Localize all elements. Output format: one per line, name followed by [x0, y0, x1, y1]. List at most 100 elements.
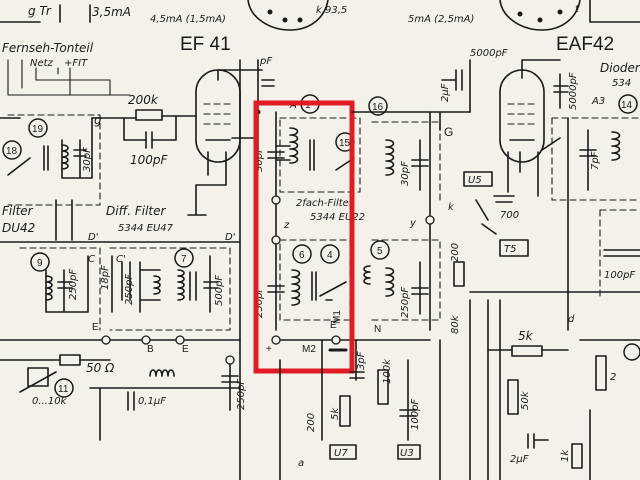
- netz-label: Netz: [30, 58, 54, 69]
- marker-4: 4: [327, 250, 333, 261]
- filter-5: 30pF y 5 250pF N G: [351, 111, 471, 335]
- marker-15: 15: [339, 138, 351, 149]
- fernseh-wires: [7, 59, 131, 96]
- k-label: k: [448, 202, 455, 213]
- top-gr-label: g Tr: [28, 4, 52, 18]
- fit-label: +FIT: [64, 58, 88, 69]
- marker-5: 5: [377, 246, 383, 257]
- c250pf-f-label: 250pF: [236, 379, 247, 410]
- marker-14: 14: [621, 100, 633, 111]
- ef41-label: EF 41: [180, 34, 231, 55]
- c-label: C: [88, 254, 95, 265]
- c01uf-label: 0,1µF: [138, 396, 166, 407]
- c3pf-label: 3pF: [356, 351, 367, 370]
- c250pf-d-label: 250pF: [400, 287, 411, 318]
- r5k-b-label: 5k: [518, 329, 534, 343]
- r200k-group: 200k 100pF: [91, 93, 197, 167]
- svg-text:E: E: [182, 344, 189, 355]
- svg-text:2: 2: [610, 372, 616, 383]
- c30pf-a-label: 30pF: [82, 147, 93, 172]
- r50-label: 50 Ω: [86, 361, 115, 375]
- fernseh-label: Fernseh-Tonteil: [2, 41, 94, 55]
- r200k-label: 200k: [128, 93, 159, 107]
- diff-num-label: 5344 EU47: [118, 223, 174, 234]
- c2uf-b-label: 2µF: [510, 454, 529, 465]
- r200-label: 200: [306, 413, 317, 432]
- marker-16: 16: [372, 102, 384, 113]
- u5-label: U5: [468, 175, 482, 186]
- g-capital-label: G: [444, 125, 453, 139]
- dioden-label: Dioden: [600, 61, 640, 75]
- c18pf-label: 18pF: [100, 265, 111, 290]
- fach-filter-label: 2fach-Filter: [296, 198, 354, 209]
- e-label-center: E: [330, 320, 337, 331]
- eaf42-tube-symbol: 700: [469, 59, 561, 221]
- top-strip: g Tr 3,5mA 4,5mA (1,5mA) k,93,5 5mA (2,5…: [0, 0, 640, 31]
- right-filter-block: 7pF d 100pF 2: [551, 117, 640, 391]
- top-45ma-label: 4,5mA (1,5mA): [150, 14, 226, 25]
- t5-label: T5: [504, 244, 516, 255]
- e-label-left: E: [92, 322, 99, 333]
- r10k-label: 0...10k: [32, 396, 68, 407]
- marker-18: 18: [6, 146, 18, 157]
- filter-19: 19 18 30pF g: [2, 113, 102, 206]
- lower-right-network: 5k 50k 2µF 1k: [487, 329, 591, 480]
- c250pf-b-label: 250pF: [124, 274, 135, 305]
- r1k-label: 1k: [560, 449, 571, 462]
- y-label: y: [409, 218, 417, 229]
- highlight-box: [253, 100, 355, 374]
- r200k-resistor: [135, 109, 163, 121]
- c250pf-a-label: 250pF: [68, 269, 79, 300]
- c-700-label: 700: [500, 210, 519, 221]
- top-5ma-label: 5mA (2,5mA): [408, 14, 474, 25]
- d-prime-label: D': [88, 232, 98, 243]
- marker-19: 19: [32, 124, 44, 135]
- c30pf-c-label: 30pF: [400, 161, 411, 186]
- c5000pf-v-label: 5000pF: [568, 72, 579, 110]
- c-prime-label: C': [116, 254, 126, 265]
- a-low-label: a: [298, 458, 304, 469]
- c100pf-label: 100pF: [130, 153, 169, 167]
- c30pf-b-label: 30pF: [254, 147, 265, 172]
- top-35ma-label: 3,5mA: [92, 5, 131, 19]
- switch-network: U5 T5 k 200 80k: [448, 171, 640, 480]
- c2uf-label: 2µF: [440, 83, 451, 102]
- plus-label: +: [266, 344, 272, 355]
- c100pf-b-label: 100pF: [410, 399, 421, 430]
- c250pf-c-label: 250pF: [254, 287, 265, 318]
- b-label: B: [147, 344, 154, 355]
- u7-label: U7: [334, 448, 348, 459]
- diff-filter-label: Diff. Filter: [106, 204, 167, 218]
- r50k-label: 50k: [520, 390, 531, 410]
- n-label: N: [374, 324, 381, 335]
- svg-text:pF: pF: [259, 56, 272, 67]
- u3-label: U3: [400, 448, 414, 459]
- svg-text:534: 534: [612, 78, 631, 89]
- diff-filter-block: 9 7 250pF C C' 18pF 250pF 500pF E B E: [0, 241, 241, 355]
- ef41-tube-symbol: [187, 59, 263, 216]
- z-label: z: [283, 220, 290, 231]
- du42-label: DU42: [2, 221, 35, 235]
- r80k-label: 80k: [450, 314, 461, 334]
- eaf42-label: EAF42: [556, 34, 614, 55]
- volume-control: 50 Ω 11 0...10k 0,1µF 250pF: [0, 354, 247, 441]
- fach-num-label: 5344 EU22: [310, 212, 365, 223]
- filter-label: Filter: [2, 204, 34, 218]
- top-tube-base-right: [499, 0, 581, 31]
- marker-9: 9: [37, 258, 43, 269]
- m1-label: M1: [332, 310, 343, 324]
- c7pf-label: 7pF: [590, 151, 601, 170]
- top-tube-base-left: [247, 0, 329, 31]
- lower-center-network: 200 5k 3pF 100k 100pF U7 U3 a: [279, 299, 489, 480]
- c100pf-r-label: 100pF: [604, 270, 635, 281]
- a3-label: A3: [591, 96, 605, 107]
- top-k9353-label: k,93,5: [316, 5, 347, 16]
- marker-7: 7: [181, 254, 187, 265]
- c500pf-label: 500pF: [214, 275, 225, 306]
- dz-label: d: [568, 314, 575, 325]
- svg-text:D': D': [225, 232, 235, 243]
- r200-b-label: 200: [450, 243, 461, 262]
- g-label: g: [94, 113, 102, 127]
